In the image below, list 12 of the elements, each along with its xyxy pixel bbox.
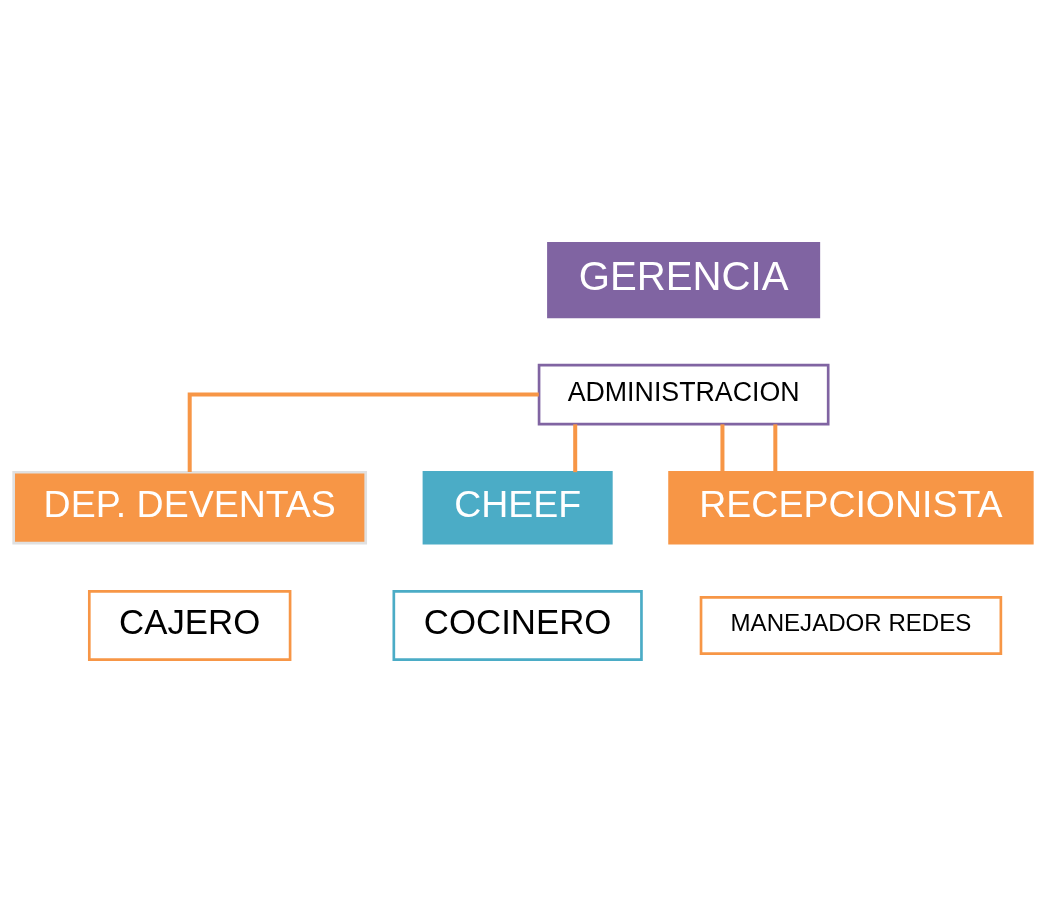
node-box: RECEPCIONISTA — [668, 470, 1034, 545]
node-box: DEP. DEVENTAS — [12, 470, 368, 545]
connector — [573, 424, 578, 473]
node-box: GERENCIA — [547, 242, 821, 319]
node-box: COCINERO — [392, 590, 643, 661]
connector — [773, 424, 778, 473]
node-box: ADMINISTRACION — [537, 363, 830, 426]
connector — [187, 392, 539, 472]
node-box: MANEJADOR REDES — [699, 596, 1003, 655]
node-box: CAJERO — [87, 590, 292, 661]
connector — [720, 424, 725, 473]
node-box: CHEEF — [422, 470, 613, 545]
